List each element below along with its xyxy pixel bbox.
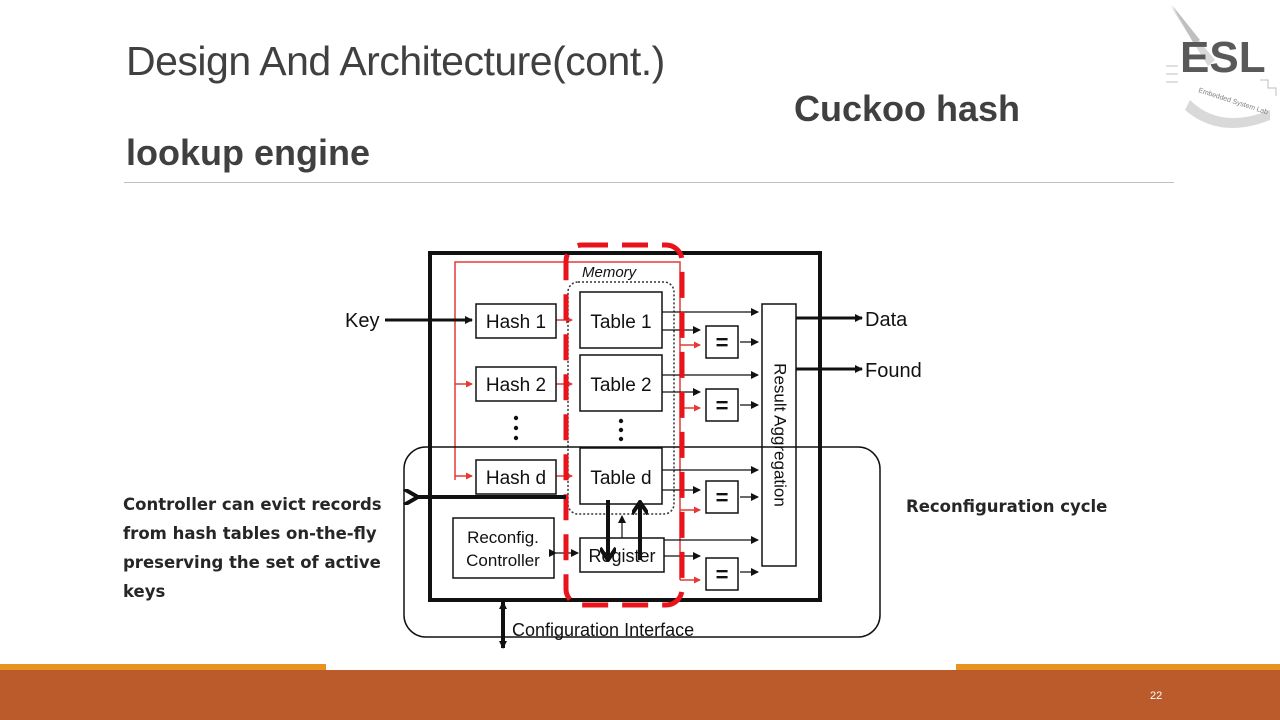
hash-unit-d: Hash d bbox=[475, 459, 557, 495]
found-output-label: Found bbox=[865, 360, 922, 382]
footer-accent-left bbox=[0, 664, 326, 670]
register-label: Register bbox=[588, 546, 655, 566]
comparator-3: = bbox=[705, 480, 739, 514]
slide-title: Design And Architecture(cont.) bbox=[126, 38, 665, 84]
slide-subtitle-part2: lookup engine bbox=[126, 132, 371, 173]
comparator-1-symbol: = bbox=[716, 330, 729, 355]
key-label: Key bbox=[345, 310, 379, 332]
table-1: Table 1 bbox=[579, 291, 663, 349]
comparator-2: = bbox=[705, 388, 739, 422]
reconfiguration-cycle-callout: Reconfiguration cycle bbox=[906, 497, 1108, 516]
cuckoo-hash-block-diagram: Key Hash 1 Hash 2 Hash d Memory Table 1 … bbox=[345, 251, 922, 649]
logo-tagline: Embedded System Lab bbox=[1197, 87, 1268, 116]
table-ellipsis bbox=[618, 418, 624, 442]
footer-accent-right bbox=[956, 664, 1280, 670]
result-aggregation-label: Result Aggregation bbox=[771, 363, 790, 507]
comparator-4-symbol: = bbox=[716, 562, 729, 587]
reconfig-controller-line1: Reconfig. bbox=[467, 528, 539, 547]
config-interface-label: Configuration Interface bbox=[512, 620, 694, 640]
reconfig-controller-block: Reconfig. Controller bbox=[452, 517, 555, 579]
hash-ellipsis bbox=[513, 415, 519, 441]
table-2: Table 2 bbox=[579, 354, 663, 412]
hash-unit-2: Hash 2 bbox=[475, 366, 557, 402]
page-number: 22 bbox=[1150, 690, 1163, 702]
table-2-label: Table 2 bbox=[590, 375, 651, 396]
comparator-4: = bbox=[705, 557, 739, 591]
register-block: Register bbox=[579, 537, 665, 573]
footer-band bbox=[0, 670, 1280, 720]
reconfig-controller-line2: Controller bbox=[466, 551, 540, 570]
table-d: Table d bbox=[579, 447, 663, 505]
data-output-label: Data bbox=[865, 309, 908, 331]
logo-text: ESL bbox=[1180, 33, 1266, 82]
comparator-2-symbol: = bbox=[716, 393, 729, 418]
table-d-label: Table d bbox=[590, 468, 651, 489]
hash-1-label: Hash 1 bbox=[486, 312, 546, 333]
hash-2-label: Hash 2 bbox=[486, 375, 546, 396]
hash-unit-1: Hash 1 bbox=[475, 303, 557, 339]
title-divider bbox=[124, 182, 1174, 183]
slide-subtitle-part1: Cuckoo hash bbox=[794, 88, 1021, 129]
memory-label: Memory bbox=[582, 264, 638, 281]
comparator-1: = bbox=[705, 325, 739, 359]
evict-records-callout: Controller can evict records from hash t… bbox=[123, 495, 382, 601]
hash-d-label: Hash d bbox=[486, 468, 546, 489]
table-1-label: Table 1 bbox=[590, 312, 651, 333]
result-aggregation-block: Result Aggregation bbox=[761, 303, 797, 567]
esl-logo: ESL Embedded System Lab bbox=[1166, 5, 1277, 128]
comparator-3-symbol: = bbox=[716, 485, 729, 510]
